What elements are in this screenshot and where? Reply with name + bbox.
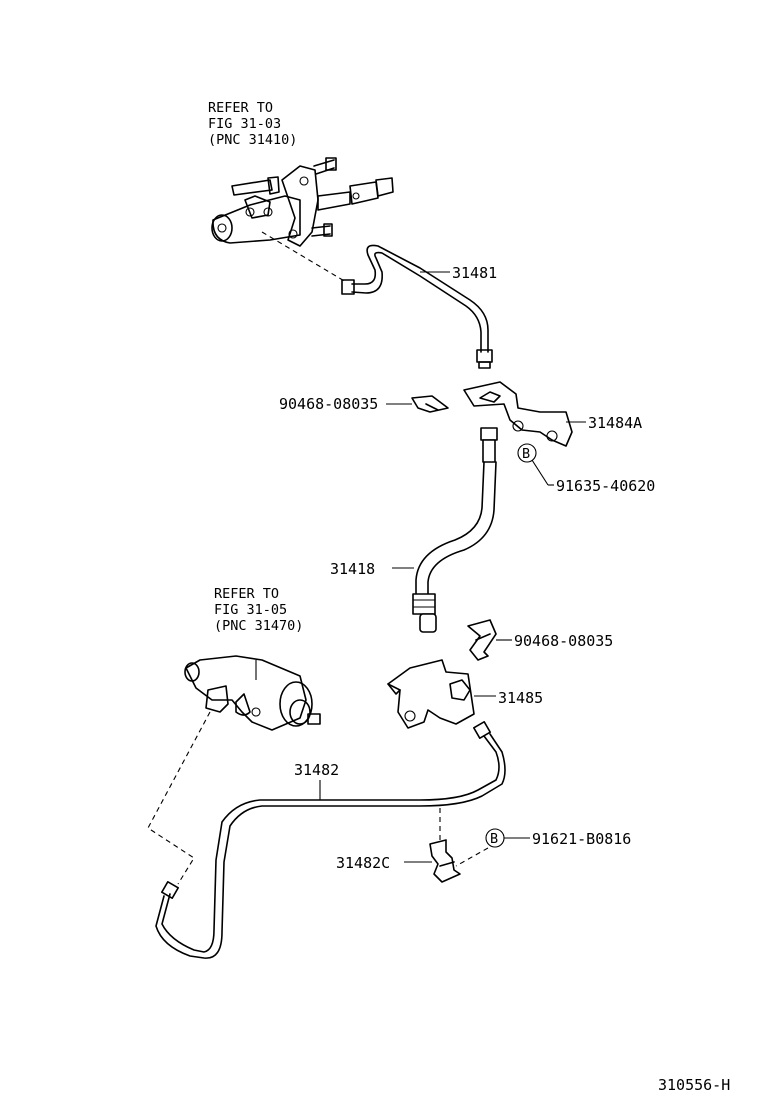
reference-line: REFER TO <box>208 100 273 116</box>
clutch-pipe-31481-drawing: 31481 <box>341 244 497 369</box>
part-label-31484A: 31484A <box>588 414 642 432</box>
part-label-91635: 91635-40620 <box>556 477 655 495</box>
clip-90468-upper: 90468-08035 <box>279 395 449 413</box>
reference-line: REFER TO <box>214 586 279 602</box>
part-label-91621: 91621-B0816 <box>532 830 631 848</box>
part-label-31418: 31418 <box>330 560 375 578</box>
part-label-31481: 31481 <box>452 264 497 282</box>
part-label-31482C: 31482C <box>336 854 390 872</box>
part-label-31482: 31482 <box>294 761 339 779</box>
part-label-31485: 31485 <box>498 689 543 707</box>
part-label-90468-upper: 90468-08035 <box>279 395 378 413</box>
reference-line: (PNC 31410) <box>208 132 297 148</box>
reference-note-release-cylinder: REFER TO FIG 31-05 (PNC 31470) <box>214 586 303 634</box>
clutch-pipe-31482-drawing: 31482 <box>155 721 506 959</box>
flexible-hose-31418: 31418 <box>330 427 498 633</box>
reference-line: FIG 31-03 <box>208 116 281 132</box>
clip-90468-lower: 90468-08035 <box>467 619 613 661</box>
reference-note-master-cylinder: REFER TO FIG 31-03 (PNC 31410) <box>208 100 297 148</box>
bolt-symbol: B <box>522 446 530 462</box>
bolt-symbol: B <box>490 831 498 847</box>
bracket-31484A: 31484A <box>463 381 642 447</box>
reference-line: FIG 31-05 <box>214 602 287 618</box>
clutch-release-cylinder-drawing <box>184 655 321 731</box>
clutch-master-cylinder-drawing <box>211 157 394 247</box>
bolt-91621: B 91621-B0816 <box>485 828 631 848</box>
part-label-90468-lower: 90468-08035 <box>514 632 613 650</box>
reference-line: (PNC 31470) <box>214 618 303 634</box>
bolt-91635: B 91635-40620 <box>517 443 655 495</box>
clamp-31482C: 31482C <box>336 839 461 883</box>
diagram-id: 310556-H <box>658 1076 730 1094</box>
bracket-31485: 31485 <box>387 659 543 729</box>
